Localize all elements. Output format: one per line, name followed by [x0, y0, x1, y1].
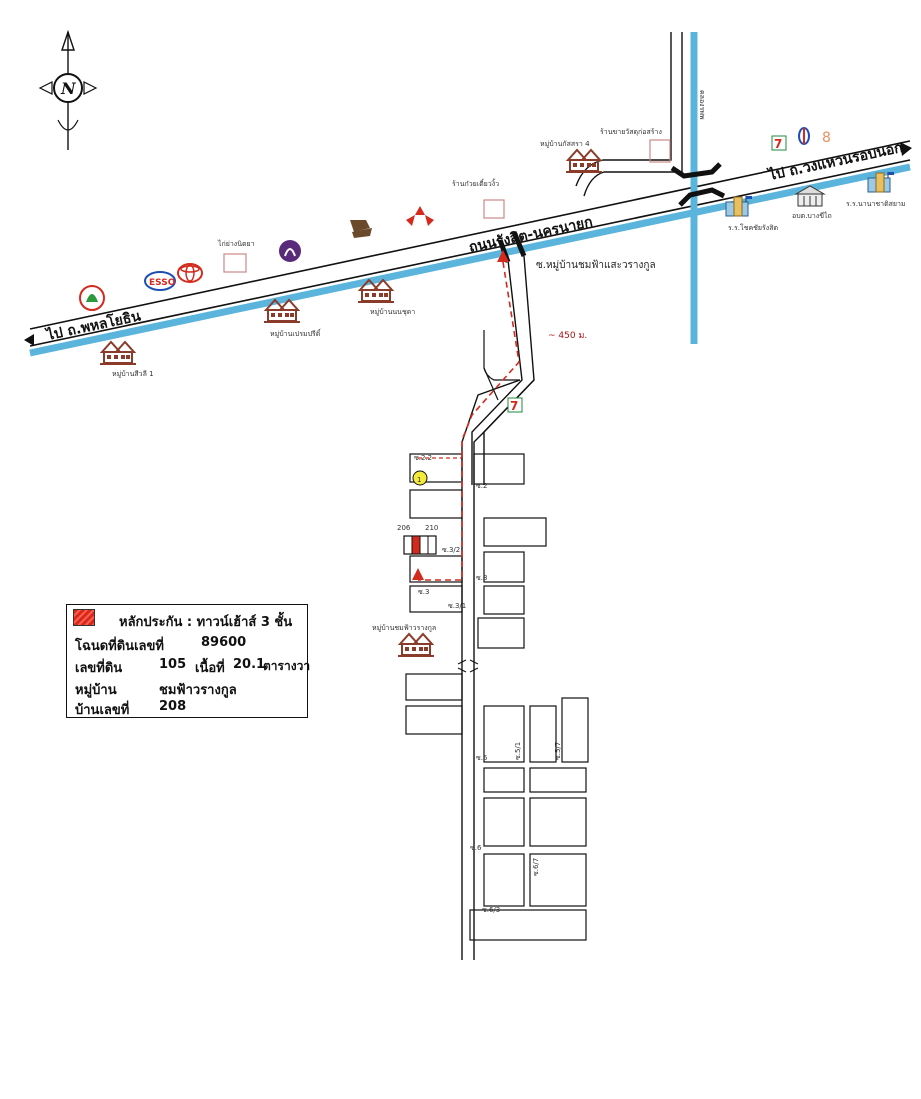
- soi-5-1: ซ.5/1: [514, 742, 522, 760]
- compass-letter: N: [60, 79, 77, 98]
- legend-area-label: เนื้อที่: [195, 661, 225, 676]
- legend-house-value: 208: [159, 699, 187, 714]
- property-swatch: [73, 609, 95, 626]
- mitsubishi-icon: [406, 206, 434, 226]
- logo-icon: [350, 220, 372, 238]
- soi-5: ซ.5: [476, 754, 487, 762]
- seven-eleven-icon: 7: [771, 135, 787, 151]
- west-arrow-icon: [24, 334, 34, 346]
- soi-blocks: [405, 453, 589, 941]
- ptt-icon: [798, 127, 810, 145]
- hardware-shop-icon: [649, 139, 671, 163]
- soi-6-3: ซ.6/3: [482, 906, 500, 914]
- legend-village-label: หมู่บ้าน: [75, 683, 117, 698]
- chicken-shop-icon: [223, 253, 247, 273]
- svg-text:7: 7: [510, 399, 518, 413]
- svg-text:ESSO: ESSO: [149, 278, 176, 288]
- legend-title: หลักประกัน : ทาวน์เฮ้าส์ 3 ชั้น: [119, 615, 293, 630]
- soi-bridge: [457, 659, 479, 673]
- canal-label: คลองรพพ: [698, 90, 706, 120]
- chicken-shop-label: ไก่ย่างนิตยา: [217, 239, 255, 248]
- soi-3-1: ซ.3/1: [448, 602, 466, 610]
- village-kansara-label: หมู่บ้านกัสสรา 4: [540, 140, 590, 148]
- east-arrow-icon: [900, 142, 912, 156]
- village-seedee-icon: [99, 341, 137, 365]
- village-prem-label: หมู่บ้านเปรมปรีดิ์: [270, 328, 322, 338]
- office-icon: [794, 185, 826, 207]
- soi-2-2: ซ.2.2: [414, 454, 432, 462]
- esso-icon: ESSO: [144, 271, 176, 291]
- scb-icon: [279, 240, 301, 262]
- marker-number: 1: [417, 476, 421, 484]
- soi-3-a: ซ.3: [476, 574, 487, 582]
- village-kansara-icon: [565, 149, 603, 173]
- school-chokchai-icon: [725, 195, 753, 217]
- soi-3-2: ซ.3/2: [442, 546, 460, 554]
- toyota-icon: [177, 263, 203, 283]
- office-label: อบต.บางขีไถ: [792, 211, 832, 220]
- legend-deed-value: 89600: [201, 635, 247, 650]
- seven-eleven-soi-icon: 7: [507, 397, 523, 413]
- bridge-east: [670, 162, 726, 207]
- school-intl-label: ร.ร.นานาชาติสยาม: [846, 200, 906, 208]
- school-chokchai-label: ร.ร.โชคชัยรังสิต: [728, 223, 778, 232]
- village-target-icon: [397, 633, 435, 657]
- village-target-label: หมู่บ้านชมฟ้าวรางกูล: [372, 624, 436, 632]
- compass-icon: N: [38, 29, 98, 150]
- soi-6-7: ซ.6/7: [532, 858, 540, 876]
- legend-land-label: เลขที่ดิน: [75, 661, 123, 676]
- village-seedee-label: หมู่บ้านสีวลี 1: [112, 370, 154, 378]
- kasikorn-icon: [79, 285, 105, 311]
- marker-circle: [412, 470, 428, 486]
- target-lots: [403, 535, 437, 555]
- svg-text:7: 7: [774, 137, 782, 151]
- soi-3-b: ซ.3: [418, 588, 429, 596]
- legend-area-value: 20.1: [233, 657, 266, 672]
- distance-label: ~ 450 ม.: [548, 331, 587, 341]
- lot-a-label: 206: [397, 524, 411, 532]
- soi-entry-label: ซ.หมู่บ้านชมฟ้าแสะวรางกูล: [536, 259, 656, 271]
- noodle-shop-icon: [483, 199, 505, 219]
- legend-area-unit: ตารางวา: [263, 659, 311, 673]
- legend-land-value: 105: [159, 657, 187, 672]
- lot-b-label: 210: [425, 524, 438, 532]
- route-path: [418, 261, 520, 581]
- legend-village-value: ชมฟ้าวรางกูล: [159, 683, 237, 698]
- soi-6: ซ.6: [470, 844, 482, 852]
- legend-deed-label: โฉนดที่ดินเลขที่: [75, 639, 164, 654]
- legend-box: หลักประกัน : ทาวน์เฮ้าส์ 3 ชั้น โฉนดที่ด…: [66, 604, 311, 718]
- main-road: [29, 140, 911, 347]
- target-arrow-icon: [412, 568, 424, 580]
- legend-house-label: บ้านเลขที่: [75, 703, 130, 718]
- hardware-shop-label: ร้านขายวัสดุก่อสร้าง: [600, 128, 662, 136]
- soi-2: ซ.2: [476, 482, 487, 490]
- noodle-shop-label: ร้านก๋วยเตี๋ยวงิ้ว: [452, 177, 499, 188]
- ribbon-icon: 8: [822, 130, 831, 146]
- canal-main: [29, 163, 911, 357]
- village-nantha-label: หมู่บ้านนนชุดา: [370, 308, 415, 316]
- soi-5-7: ซ.5/7: [554, 742, 562, 760]
- route-arrow-icon: [497, 250, 509, 262]
